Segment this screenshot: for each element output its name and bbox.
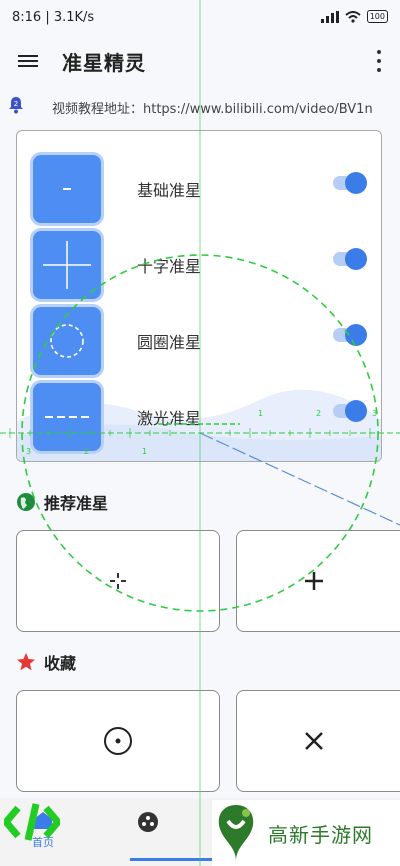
basic-crosshair-toggle[interactable] xyxy=(333,172,367,194)
watermark-logo-icon xyxy=(218,805,254,861)
signal-icon xyxy=(320,10,339,23)
nav-home[interactable]: 首页 xyxy=(32,810,54,850)
home-icon xyxy=(34,812,52,829)
cross-crosshair-toggle[interactable] xyxy=(333,248,367,270)
favorite-crosshair-1[interactable] xyxy=(16,690,220,792)
recommended-crosshair-1[interactable] xyxy=(16,530,220,632)
crosshair-label: 圆圈准星 xyxy=(137,333,202,352)
recommended-section-header: 推荐准星 xyxy=(16,490,108,514)
circle-crosshair-tile[interactable] xyxy=(33,307,101,375)
crosshair-row-basic[interactable]: 基础准星 xyxy=(17,151,381,227)
notice-text: 视频教程地址：https://www.bilibili.com/video/BV… xyxy=(52,102,373,117)
recommended-crosshair-2[interactable] xyxy=(236,530,400,632)
status-bar: 8:16 | 3.1K/s 100 xyxy=(0,0,400,36)
target-grid-icon xyxy=(138,812,158,832)
circle-crosshair-toggle[interactable] xyxy=(333,324,367,346)
crosshair-label: 基础准星 xyxy=(137,181,202,200)
crosshair-row-circle[interactable]: 圆圈准星 xyxy=(17,303,381,379)
crosshair-label: 十字准星 xyxy=(137,257,202,276)
app-title: 准星精灵 xyxy=(62,51,146,75)
favorite-crosshair-2[interactable] xyxy=(236,690,400,792)
more-options-icon[interactable] xyxy=(376,50,382,72)
dash-icon xyxy=(63,188,71,190)
watermark-text: 高新手游网 xyxy=(268,822,373,847)
status-time-speed: 8:16 | 3.1K/s xyxy=(12,10,95,25)
laser-crosshair-tile[interactable] xyxy=(33,383,101,451)
basic-crosshair-tile[interactable] xyxy=(33,155,101,223)
recommended-title: 推荐准星 xyxy=(44,494,109,513)
active-tab-indicator xyxy=(130,858,214,861)
watermark: 高新手游网 xyxy=(212,800,400,866)
plus-icon xyxy=(43,241,91,289)
nav-crosshair[interactable] xyxy=(136,810,160,838)
crosshair-row-cross[interactable]: 十字准星 xyxy=(17,227,381,303)
code-logo-icon xyxy=(4,803,60,841)
svg-text:2: 2 xyxy=(14,100,18,108)
plus-icon xyxy=(305,572,323,590)
dot-circle-icon xyxy=(104,727,132,755)
favorites-section-header: 收藏 xyxy=(16,650,76,674)
nav-home-label: 首页 xyxy=(32,836,54,849)
hamburger-menu-icon[interactable] xyxy=(18,52,38,68)
bell-icon: 2 xyxy=(9,97,23,114)
laser-crosshair-toggle[interactable] xyxy=(333,400,367,422)
dashed-line-icon xyxy=(45,416,89,418)
notice-bar[interactable]: 2 视频教程地址：https://www.bilibili.com/video/… xyxy=(0,92,400,122)
gap-cross-icon xyxy=(110,573,126,589)
status-icons: 100 xyxy=(320,10,388,23)
crosshair-settings-card: 基础准星 十字准星 圆圈准星 激光准星 xyxy=(16,130,382,462)
crosshair-label: 激光准星 xyxy=(137,409,202,428)
globe-icon xyxy=(17,493,35,511)
cross-crosshair-tile[interactable] xyxy=(33,231,101,299)
star-icon xyxy=(17,653,35,671)
dashed-circle-icon xyxy=(50,324,84,358)
app-bar: 准星精灵 xyxy=(0,36,400,86)
x-cross-icon xyxy=(305,732,323,750)
favorites-title: 收藏 xyxy=(44,654,77,673)
crosshair-row-laser[interactable]: 激光准星 xyxy=(17,379,381,455)
battery-icon: 100 xyxy=(366,10,388,23)
wifi-icon xyxy=(345,10,361,23)
